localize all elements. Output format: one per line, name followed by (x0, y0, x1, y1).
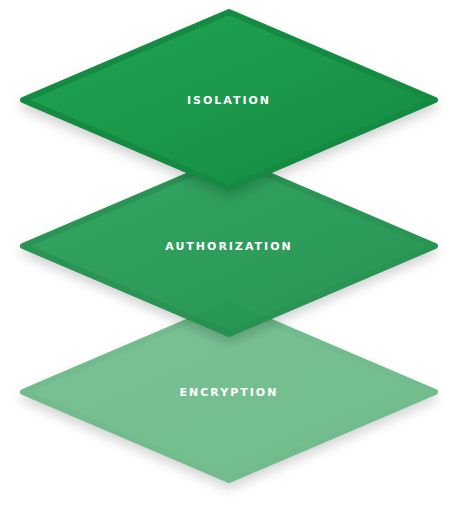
layer-label: ENCRYPTION (180, 386, 279, 399)
diamond-shape (23, 304, 435, 480)
layer-label: ISOLATION (187, 94, 271, 107)
layer-label: AUTHORIZATION (165, 240, 293, 253)
layer-diamond: ISOLATION (19, 8, 439, 192)
diamond-shape (23, 158, 435, 334)
diamond-shape (23, 12, 435, 188)
